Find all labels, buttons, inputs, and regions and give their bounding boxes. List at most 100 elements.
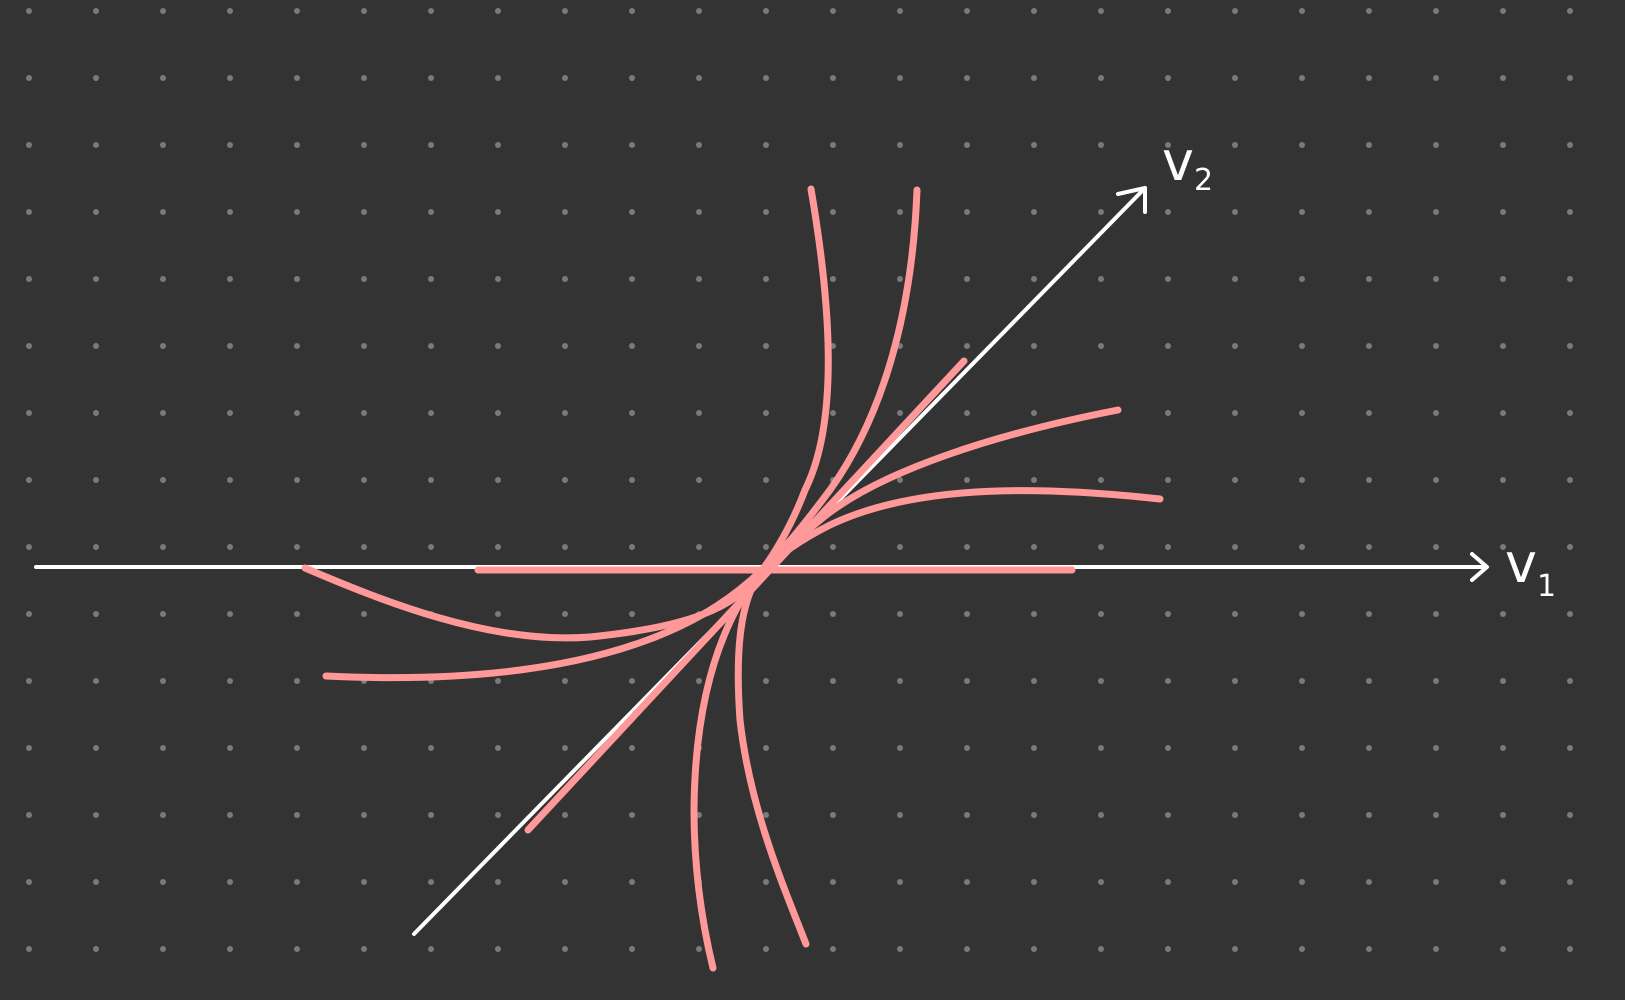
grid-dot <box>1031 209 1037 215</box>
grid-dot <box>1433 477 1439 483</box>
grid-dot <box>1433 410 1439 416</box>
v1-axis-label: v1 <box>1505 532 1556 604</box>
grid-dot <box>160 276 166 282</box>
grid-dot <box>629 544 635 550</box>
grid-dot <box>763 209 769 215</box>
grid-dot <box>1567 142 1573 148</box>
grid-dot <box>294 75 300 81</box>
grid-dot <box>1165 946 1171 952</box>
grid-dot <box>1232 745 1238 751</box>
grid-dot <box>1232 410 1238 416</box>
grid-dot <box>1567 410 1573 416</box>
grid-dot <box>227 678 233 684</box>
grid-dot <box>361 946 367 952</box>
grid-dot <box>562 8 568 14</box>
grid-dot <box>897 745 903 751</box>
grid-dot <box>1098 745 1104 751</box>
grid-dot <box>227 142 233 148</box>
grid-dot <box>361 343 367 349</box>
grid-dot <box>428 812 434 818</box>
grid-dot <box>696 276 702 282</box>
grid-dot <box>830 276 836 282</box>
grid-dot <box>1366 946 1372 952</box>
grid-dot <box>1165 678 1171 684</box>
grid-dot <box>562 611 568 617</box>
grid-dot <box>1165 745 1171 751</box>
grid-dot <box>964 75 970 81</box>
grid-dot <box>1366 544 1372 550</box>
grid-dot <box>830 879 836 885</box>
grid-dot <box>1098 678 1104 684</box>
grid-dot <box>26 209 32 215</box>
grid-dot <box>1232 678 1238 684</box>
grid-dot <box>562 812 568 818</box>
grid-dot <box>1567 477 1573 483</box>
grid-dot <box>495 8 501 14</box>
grid-dot <box>964 142 970 148</box>
grid-dot <box>562 209 568 215</box>
grid-dot <box>26 544 32 550</box>
grid-dot <box>964 209 970 215</box>
grid-dot <box>294 812 300 818</box>
grid-dot <box>1299 745 1305 751</box>
grid-dot <box>93 410 99 416</box>
grid-dot <box>1433 75 1439 81</box>
grid-dot <box>629 678 635 684</box>
grid-dot <box>1500 812 1506 818</box>
grid-dot <box>361 75 367 81</box>
grid-dot <box>964 946 970 952</box>
grid-dot <box>1500 611 1506 617</box>
grid-dot <box>495 678 501 684</box>
grid-dot <box>1366 879 1372 885</box>
grid-dot <box>495 745 501 751</box>
grid-dot <box>1098 209 1104 215</box>
grid-dot <box>93 142 99 148</box>
grid-dot <box>1567 879 1573 885</box>
grid-dot <box>763 343 769 349</box>
grid-dot <box>1165 410 1171 416</box>
v1-label-subscript: 1 <box>1537 569 1556 604</box>
grid-dot <box>629 8 635 14</box>
grid-dot <box>93 8 99 14</box>
grid-dot <box>1232 276 1238 282</box>
grid-dot <box>93 946 99 952</box>
grid-dot <box>562 879 568 885</box>
grid-dot <box>897 209 903 215</box>
grid-dot <box>696 142 702 148</box>
dot-grid-background <box>26 8 1573 952</box>
grid-dot <box>428 946 434 952</box>
grid-dot <box>26 946 32 952</box>
grid-dot <box>227 410 233 416</box>
grid-dot <box>1299 8 1305 14</box>
grid-dot <box>93 879 99 885</box>
grid-dot <box>227 544 233 550</box>
grid-dot <box>964 812 970 818</box>
grid-dot <box>1500 142 1506 148</box>
grid-dot <box>830 812 836 818</box>
grid-dot <box>696 678 702 684</box>
grid-dot <box>160 209 166 215</box>
grid-dot <box>93 209 99 215</box>
grid-dot <box>964 745 970 751</box>
grid-dot <box>160 745 166 751</box>
grid-dot <box>93 544 99 550</box>
grid-dot <box>629 343 635 349</box>
grid-dot <box>897 678 903 684</box>
grid-dot <box>1299 812 1305 818</box>
grid-dot <box>26 745 32 751</box>
grid-dot <box>1299 678 1305 684</box>
grid-dot <box>1098 8 1104 14</box>
grid-dot <box>1031 142 1037 148</box>
grid-dot <box>227 946 233 952</box>
grid-dot <box>897 75 903 81</box>
grid-dot <box>227 879 233 885</box>
grid-dot <box>1232 946 1238 952</box>
grid-dot <box>1500 477 1506 483</box>
grid-dot <box>629 812 635 818</box>
grid-dot <box>26 142 32 148</box>
grid-dot <box>1366 142 1372 148</box>
grid-dot <box>964 276 970 282</box>
grid-dot <box>428 477 434 483</box>
grid-dot <box>562 745 568 751</box>
grid-dot <box>1031 410 1037 416</box>
